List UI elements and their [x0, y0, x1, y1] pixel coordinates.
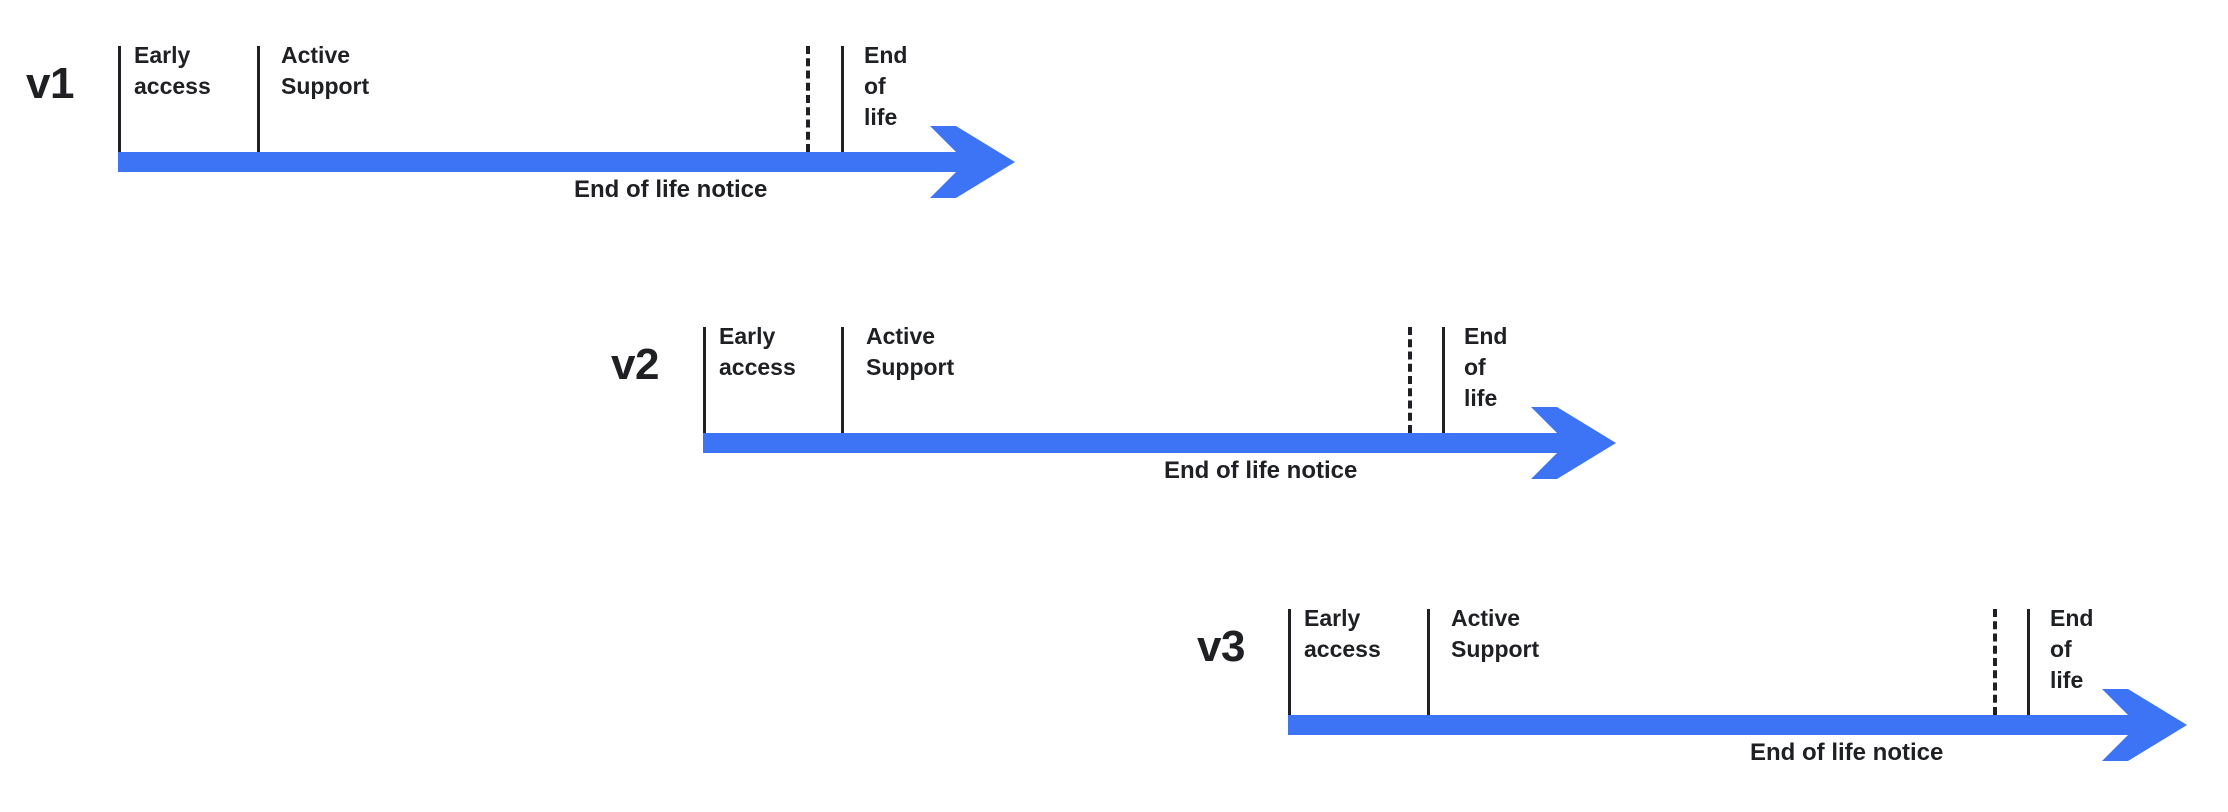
phase-label-early-access-v2: Early access	[719, 323, 796, 380]
phase-label-active-support-v1: Active Support	[281, 42, 370, 99]
phase-label-early-access-v1: Early access	[134, 42, 211, 99]
notice-label-v3: End of life notice	[1750, 739, 1944, 766]
version-label-v1: v1	[26, 59, 74, 108]
phase-label-active-support-v3: Active Support	[1451, 605, 1540, 662]
version-label-v2: v2	[611, 340, 659, 389]
divider-end-of-life-notice-v2	[1408, 327, 1412, 433]
divider-end-of-life-start-v2	[1442, 327, 1445, 433]
notice-label-v1: End of life notice	[574, 176, 768, 203]
divider-early-access-start-v2	[703, 327, 706, 433]
timeline-arrow-v2	[703, 405, 1619, 481]
divider-early-access-start-v1	[118, 46, 121, 152]
divider-end-of-life-notice-v3	[1993, 609, 1997, 715]
timeline-arrow-v1	[118, 124, 1018, 200]
divider-end-of-life-notice-v1	[806, 46, 810, 152]
phase-label-early-access-v3: Early access	[1304, 605, 1381, 662]
divider-early-access-start-v3	[1288, 609, 1291, 715]
phase-label-end-of-life-v2: End of life	[1464, 323, 1508, 411]
notice-label-v2: End of life notice	[1164, 457, 1358, 484]
divider-active-support-start-v1	[257, 46, 260, 152]
divider-active-support-start-v3	[1427, 609, 1430, 715]
version-label-v3: v3	[1197, 622, 1245, 671]
divider-active-support-start-v2	[841, 327, 844, 433]
phase-label-active-support-v2: Active Support	[866, 323, 955, 380]
timeline-arrow-v3	[1288, 687, 2190, 763]
divider-end-of-life-start-v3	[2027, 609, 2030, 715]
phase-label-end-of-life-v1: End of life	[864, 42, 908, 130]
divider-end-of-life-start-v1	[841, 46, 844, 152]
phase-label-end-of-life-v3: End of life	[2050, 605, 2094, 693]
